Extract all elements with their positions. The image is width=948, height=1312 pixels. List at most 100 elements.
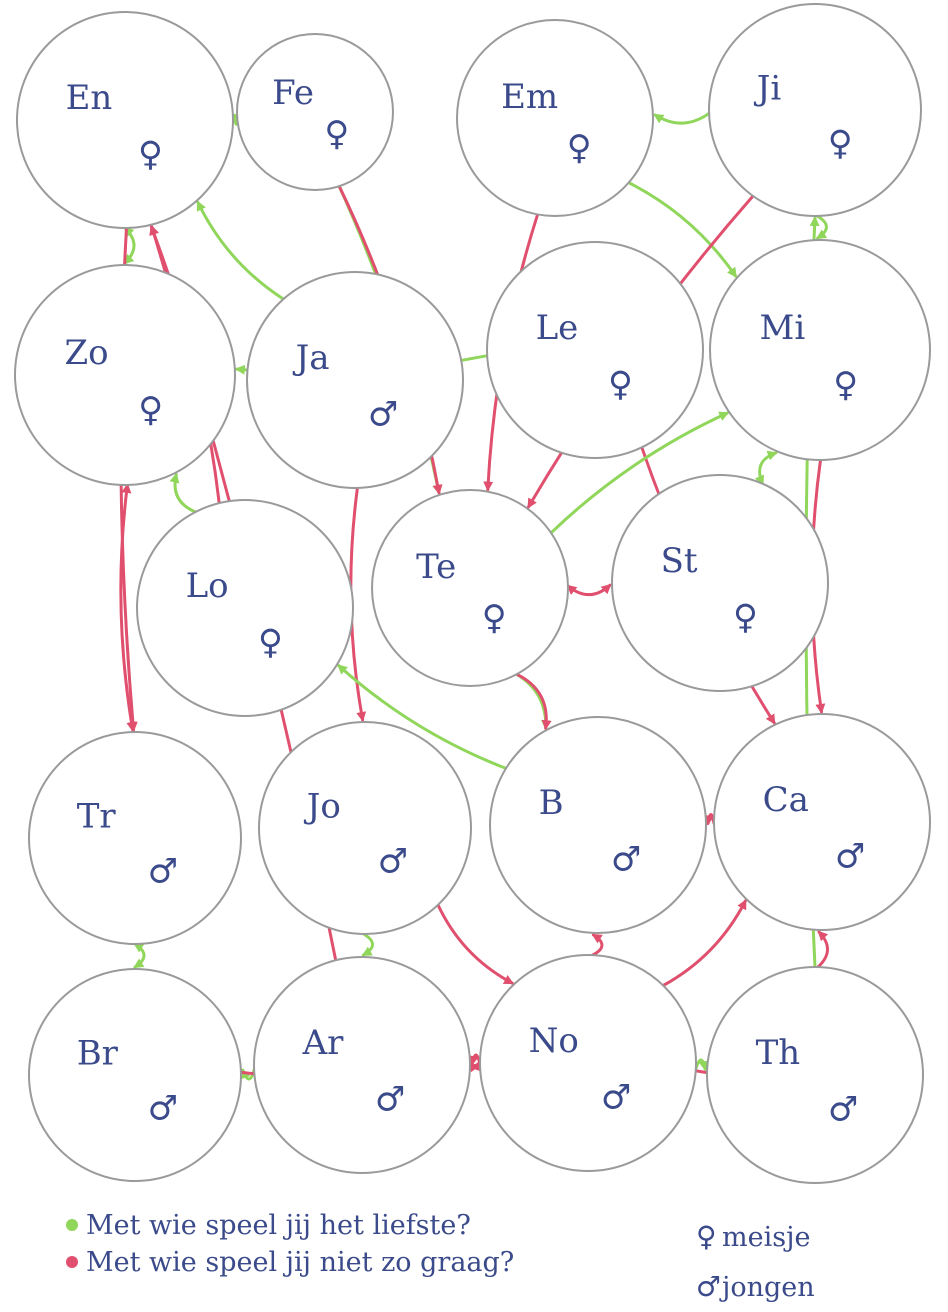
node-tr: Tr ♂ (28, 731, 242, 945)
node-circle (28, 731, 242, 945)
node-st: St ♀ (611, 474, 829, 692)
node-label: Jo (304, 786, 341, 826)
node-circle (489, 716, 707, 934)
node-label: B (539, 783, 564, 823)
boy-symbol-icon: ♂ (375, 1079, 405, 1119)
node-circle (611, 474, 829, 692)
node-label: Te (416, 547, 456, 587)
boy-symbol-icon: ♂ (148, 852, 178, 892)
node-br: Br ♂ (28, 968, 242, 1182)
edge-negative-no-ca (661, 899, 747, 987)
legend-negative-dot (66, 1256, 78, 1268)
edge-positive-no-th (694, 1058, 709, 1072)
edge-negative-te-b (515, 672, 552, 731)
node-circle (136, 499, 354, 717)
node-label: Ja (293, 338, 330, 378)
node-label: St (661, 541, 698, 581)
edge-positive-b-lo (337, 664, 508, 770)
node-label: En (66, 78, 113, 118)
node-en: En ♀ (16, 11, 234, 229)
node-mi: Mi ♀ (709, 239, 931, 461)
girl-symbol-icon: ♀ (733, 597, 758, 637)
legend-boy-text: jongen (719, 1272, 815, 1303)
node-circle (706, 966, 924, 1184)
node-no: No ♂ (479, 954, 697, 1172)
node-label: Zo (65, 333, 109, 373)
node-circle (253, 956, 471, 1174)
node-le: Le ♀ (486, 241, 704, 459)
node-circle (16, 11, 234, 229)
node-label: Ca (763, 780, 809, 820)
edge-positive-ji-em (653, 111, 711, 125)
boy-symbol-icon: ♂ (378, 842, 408, 882)
edge-negative-no-b (591, 933, 604, 957)
edge-negative-jo-no (436, 903, 515, 985)
edge-positive-tr-br (133, 942, 146, 969)
edge-positive-ji-mi (815, 214, 828, 240)
boy-symbol-icon: ♂ (611, 839, 641, 879)
node-ar: Ar ♂ (253, 956, 471, 1174)
legend-positive-text: Met wie speel jij het liefste? (86, 1210, 471, 1241)
legend: Met wie speel jij het liefste? Met wie s… (66, 1210, 815, 1303)
node-circle (486, 241, 704, 459)
edge-positive-lo-zo (169, 472, 198, 514)
girl-symbol-icon: ♀ (324, 114, 349, 154)
node-te: Te ♀ (371, 489, 569, 687)
node-ja: Ja ♂ (246, 271, 464, 489)
legend-girl-text: meisje (722, 1222, 810, 1253)
girl-symbol-icon: ♀ (258, 622, 283, 662)
boy-symbol-icon: ♂ (696, 1270, 721, 1303)
node-label: No (529, 1021, 579, 1061)
node-th: Th♂ (706, 966, 924, 1184)
edge-positive-ja-en (196, 200, 285, 301)
node-label: Mi (760, 308, 806, 348)
node-label: Em (501, 77, 558, 117)
boy-symbol-icon: ♂ (601, 1077, 631, 1117)
node-ca: Ca ♂ (713, 713, 931, 931)
edge-negative-th-ca (816, 930, 829, 969)
edge-positive-em-mi (627, 181, 738, 278)
boy-symbol-icon: ♂ (368, 394, 398, 434)
node-circle (479, 954, 697, 1172)
node-circle (709, 239, 931, 461)
node-circle (371, 489, 569, 687)
girl-symbol-icon: ♀ (828, 124, 853, 164)
boy-symbol-icon: ♂ (148, 1089, 178, 1129)
edge-positive-st-mi (754, 450, 778, 486)
edge-negative-te-st (566, 583, 612, 597)
legend-negative-text: Met wie speel jij niet zo graag? (86, 1247, 514, 1278)
node-circle (14, 264, 236, 486)
node-label: Lo (186, 566, 229, 606)
node-circle (258, 721, 472, 935)
node-label: Le (536, 308, 579, 348)
node-circle (28, 968, 242, 1182)
boy-symbol-icon: ♂ (835, 836, 865, 876)
girl-symbol-icon: ♀ (608, 364, 633, 404)
nodes-layer: En♀Fe♀Em♀Ji♀Zo♀Ja♂Le♀Mi♀Lo♀Te♀St♀Tr♂Jo♂B… (14, 3, 931, 1184)
node-label: Tr (77, 796, 117, 836)
edge-positive-jo-ar (361, 932, 374, 957)
node-circle (713, 713, 931, 931)
node-b: B♂ (489, 716, 707, 934)
legend-positive-dot (66, 1219, 78, 1231)
girl-symbol-icon: ♀ (833, 365, 858, 405)
node-circle (456, 19, 654, 217)
node-label: Br (77, 1033, 119, 1073)
girl-symbol-icon: ♀ (696, 1220, 717, 1253)
node-circle (708, 3, 922, 217)
edge-positive-te-mi (549, 411, 730, 535)
girl-symbol-icon: ♀ (138, 134, 163, 174)
girl-symbol-icon: ♀ (138, 390, 163, 430)
node-label: Ar (302, 1023, 345, 1063)
node-label: Ji (754, 68, 782, 108)
boy-symbol-icon: ♂ (828, 1089, 858, 1129)
node-circle (236, 33, 394, 191)
node-label: Fe (272, 73, 314, 113)
girl-symbol-icon: ♀ (482, 598, 507, 638)
girl-symbol-icon: ♀ (567, 128, 592, 168)
edge-negative-no-ar (468, 1053, 482, 1066)
edge-negative-zo-tr (119, 483, 137, 732)
node-ji: Ji ♀ (708, 3, 922, 217)
node-jo: Jo ♂ (258, 721, 472, 935)
